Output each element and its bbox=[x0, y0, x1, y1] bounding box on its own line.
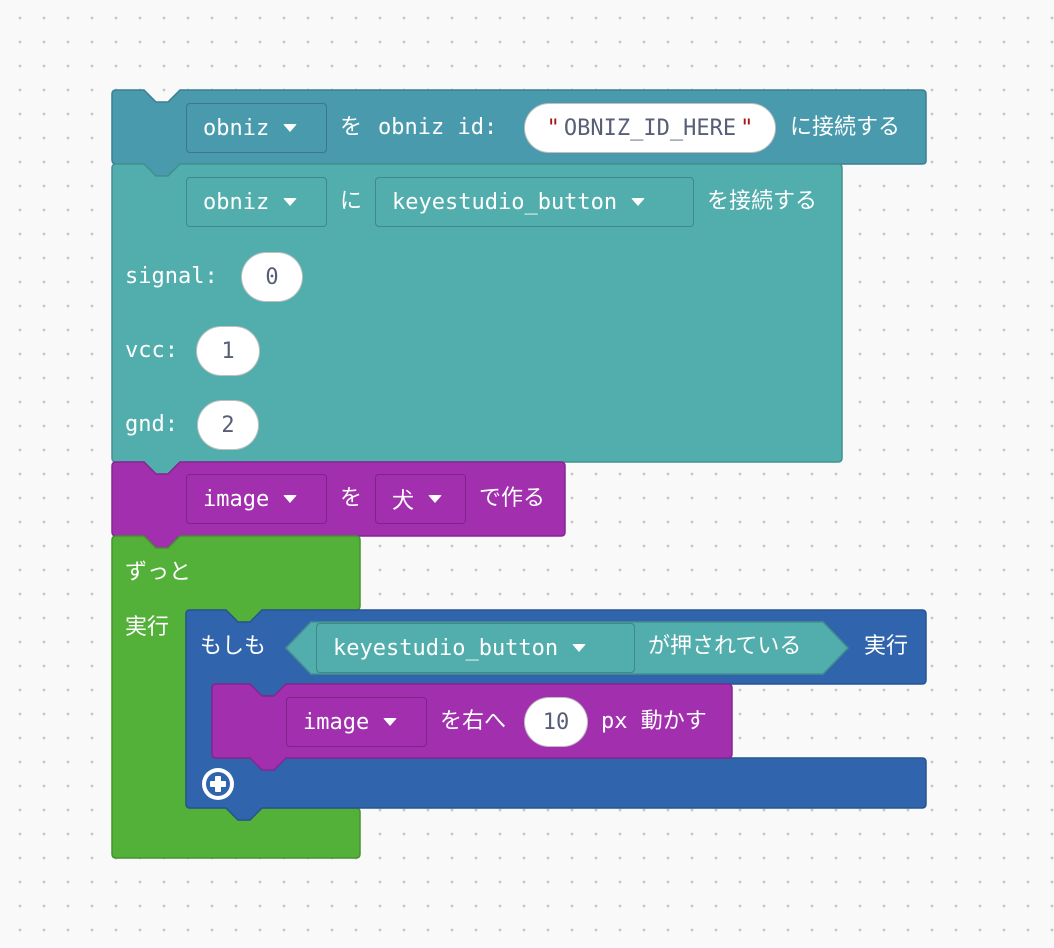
parts-obniz-dropdown-label: obniz bbox=[203, 189, 270, 215]
connect-label-connect: に接続する bbox=[790, 115, 901, 140]
move-amount-input[interactable]: 10 bbox=[524, 697, 588, 747]
forever-label: ずっと bbox=[125, 560, 192, 585]
part-type-dropdown[interactable]: keyestudio_button bbox=[375, 177, 694, 227]
move-amount-value: 10 bbox=[542, 709, 570, 735]
chevron-down-icon bbox=[428, 495, 443, 503]
parts-label-connect: を接続する bbox=[707, 189, 818, 214]
chevron-down-icon bbox=[631, 198, 646, 206]
move-label-right: を右へ bbox=[440, 709, 507, 734]
if-part-dropdown[interactable]: keyestudio_button bbox=[316, 623, 635, 673]
vcc-input[interactable]: 1 bbox=[196, 326, 260, 376]
parts-obniz-dropdown[interactable]: obniz bbox=[186, 177, 327, 227]
connect-obniz-dropdown[interactable]: obniz bbox=[186, 103, 327, 153]
obniz-id-value: OBNIZ_ID_HERE bbox=[563, 115, 737, 141]
chevron-down-icon bbox=[383, 718, 398, 726]
gnd-value: 2 bbox=[221, 412, 235, 438]
image-var-dropdown-label: image bbox=[203, 486, 270, 512]
plus-circle-icon[interactable] bbox=[200, 766, 236, 802]
part-type-dropdown-label: keyestudio_button bbox=[392, 189, 618, 215]
if-pressed-label: が押されている bbox=[648, 634, 802, 659]
chevron-down-icon bbox=[572, 644, 587, 652]
connect-label-wo: を bbox=[340, 115, 363, 140]
if-then-label: 実行 bbox=[864, 634, 909, 659]
image-var-dropdown[interactable]: image bbox=[186, 474, 327, 524]
parts-block-shape[interactable] bbox=[111, 163, 843, 475]
if-label: もしも bbox=[200, 634, 267, 659]
signal-value: 0 bbox=[265, 264, 279, 290]
chevron-down-icon bbox=[283, 495, 298, 503]
move-var-dropdown-label: image bbox=[303, 709, 370, 735]
image-label-make: で作る bbox=[479, 486, 546, 511]
chevron-down-icon bbox=[283, 198, 298, 206]
signal-label: signal: bbox=[125, 264, 218, 289]
if-part-dropdown-label: keyestudio_button bbox=[333, 635, 559, 661]
image-type-dropdown[interactable]: 犬 bbox=[375, 474, 466, 524]
connect-label-id: obniz id: bbox=[378, 115, 498, 140]
image-label-wo: を bbox=[340, 486, 363, 511]
gnd-input[interactable]: 2 bbox=[197, 400, 259, 450]
gnd-label: gnd: bbox=[125, 412, 178, 437]
move-label-unit: px 動かす bbox=[601, 709, 707, 734]
connect-obniz-dropdown-label: obniz bbox=[203, 115, 270, 141]
image-type-dropdown-label: 犬 bbox=[392, 489, 415, 514]
quote-close: " bbox=[740, 115, 754, 141]
parts-label-ni: に bbox=[340, 189, 363, 214]
move-var-dropdown[interactable]: image bbox=[286, 697, 427, 747]
obniz-id-input[interactable]: " OBNIZ_ID_HERE " bbox=[524, 103, 776, 153]
chevron-down-icon bbox=[283, 124, 298, 132]
vcc-label: vcc: bbox=[125, 338, 178, 363]
forever-do-label: 実行 bbox=[125, 615, 170, 640]
quote-open: " bbox=[546, 115, 560, 141]
signal-input[interactable]: 0 bbox=[241, 252, 303, 302]
vcc-value: 1 bbox=[221, 338, 235, 364]
